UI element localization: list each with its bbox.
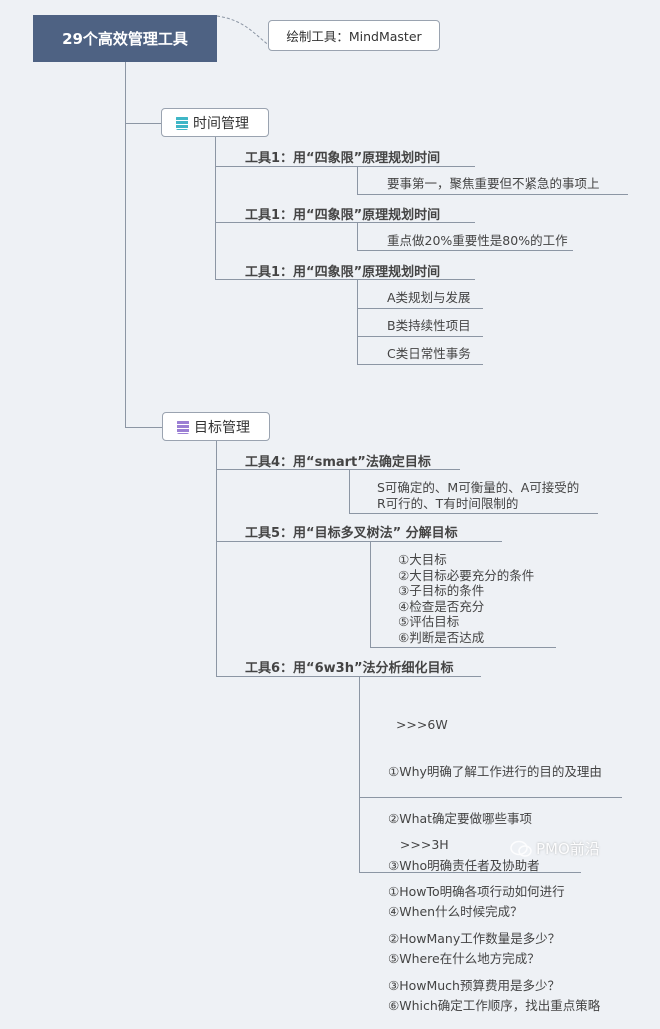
leaf-line: >>>3H bbox=[388, 837, 449, 853]
callout-note[interactable]: 绘制工具：MindMaster bbox=[268, 20, 440, 51]
watermark: PMO前沿 bbox=[510, 838, 600, 859]
connector bbox=[357, 166, 358, 195]
connector bbox=[357, 364, 483, 365]
tool-3[interactable]: 工具1：用“四象限”原理规划时间 bbox=[245, 265, 441, 280]
root-topic[interactable]: 29个高效管理工具 bbox=[33, 15, 217, 62]
branch-label: 目标管理 bbox=[194, 419, 250, 436]
calendar-icon bbox=[176, 115, 188, 130]
connector bbox=[216, 541, 502, 542]
connector bbox=[125, 427, 162, 428]
connector bbox=[359, 676, 360, 873]
connector bbox=[216, 441, 217, 677]
leaf-line: R可行的、T有时间限制的 bbox=[377, 495, 519, 511]
leaf-item[interactable]: 要事第一，聚焦重要但不紧急的事项上 bbox=[387, 176, 600, 191]
tool-2[interactable]: 工具1：用“四象限”原理规划时间 bbox=[245, 208, 441, 223]
leaf-line: ①HowTo明确各项行动如何进行 bbox=[388, 883, 565, 899]
leaf-item[interactable]: A类规划与发展 bbox=[387, 290, 471, 305]
connector bbox=[349, 469, 350, 514]
connector bbox=[370, 647, 556, 648]
connector bbox=[215, 279, 475, 280]
connector bbox=[357, 222, 358, 251]
leaf-3h[interactable]: >>>3H ①HowTo明确各项行动如何进行 ②HowMany工作数量是多少？ … bbox=[388, 806, 565, 1009]
connector bbox=[125, 123, 161, 124]
connector bbox=[216, 469, 460, 470]
leaf-line: ③Who明确责任者及协助者 bbox=[388, 857, 540, 873]
leaf-smart[interactable]: S可确定的、M可衡量的、A可接受的 R可行的、T有时间限制的 bbox=[377, 480, 579, 511]
watermark-text: PMO前沿 bbox=[536, 840, 600, 858]
leaf-line: ②HowMany工作数量是多少？ bbox=[388, 930, 561, 946]
list-icon bbox=[177, 419, 189, 434]
connector bbox=[215, 222, 475, 223]
connector bbox=[357, 279, 358, 365]
connector bbox=[349, 513, 598, 514]
root-title: 29个高效管理工具 bbox=[62, 30, 188, 48]
branch-time-management[interactable]: 时间管理 bbox=[161, 108, 269, 137]
leaf-item[interactable]: B类持续性项目 bbox=[387, 318, 471, 333]
callout-text: 绘制工具：MindMaster bbox=[286, 29, 422, 44]
leaf-item[interactable]: C类日常性事务 bbox=[387, 346, 471, 361]
leaf-line: >>>6W bbox=[388, 717, 448, 733]
connector bbox=[357, 308, 483, 309]
connector bbox=[357, 250, 573, 251]
tool-1[interactable]: 工具1：用“四象限”原理规划时间 bbox=[245, 151, 441, 166]
main-connector bbox=[125, 62, 126, 428]
connector-dashed bbox=[216, 15, 271, 47]
branch-label: 时间管理 bbox=[193, 115, 249, 132]
wechat-icon bbox=[510, 840, 532, 857]
leaf-line: S可确定的、M可衡量的、A可接受的 bbox=[377, 480, 580, 495]
leaf-line: ⑥判断是否达成 bbox=[398, 629, 485, 645]
connector bbox=[216, 676, 481, 677]
leaf-line: ②大目标必要充分的条件 bbox=[398, 567, 535, 583]
connector bbox=[215, 166, 475, 167]
leaf-line: ①大目标 bbox=[398, 552, 447, 567]
leaf-item[interactable]: 重点做20%重要性是80%的工作 bbox=[387, 233, 568, 248]
leaf-tree-steps[interactable]: ①大目标 ②大目标必要充分的条件 ③子目标的条件 ④检查是否充分 ⑤评估目标 ⑥… bbox=[398, 552, 534, 646]
leaf-line: ③子目标的条件 bbox=[398, 583, 485, 599]
connector bbox=[370, 541, 371, 648]
tool-4[interactable]: 工具4：用“smart”法确定目标 bbox=[245, 455, 431, 470]
connector bbox=[359, 872, 581, 873]
leaf-line: ②What确定要做哪些事项 bbox=[388, 810, 533, 826]
connector bbox=[357, 194, 628, 195]
leaf-line: ①Why明确了解工作进行的目的及理由 bbox=[388, 763, 602, 779]
leaf-line: ⑤评估目标 bbox=[398, 614, 460, 630]
tool-5[interactable]: 工具5：用“目标多叉树法” 分解目标 bbox=[245, 526, 458, 541]
tool-6[interactable]: 工具6：用“6w3h”法分析细化目标 bbox=[245, 661, 454, 676]
connector bbox=[359, 797, 622, 798]
connector bbox=[357, 336, 483, 337]
leaf-line: ④检查是否充分 bbox=[398, 598, 485, 614]
connector bbox=[215, 137, 216, 279]
leaf-line: ③HowMuch预算费用是多少？ bbox=[388, 977, 560, 993]
branch-goal-management[interactable]: 目标管理 bbox=[162, 412, 270, 441]
